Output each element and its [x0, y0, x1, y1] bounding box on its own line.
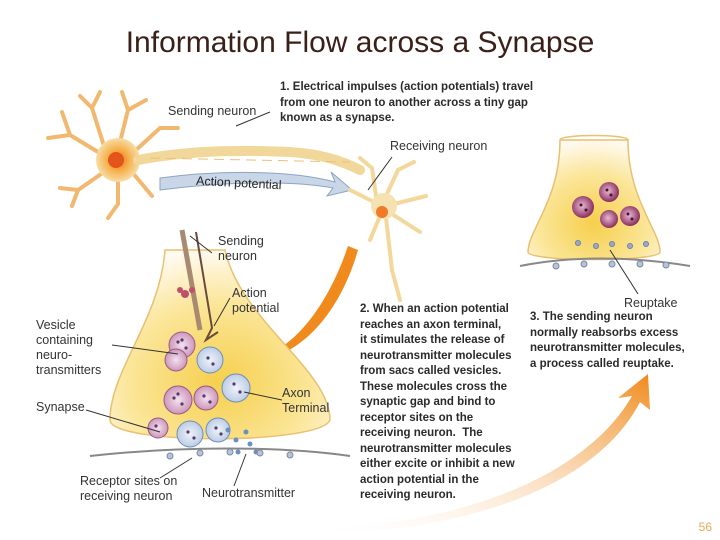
label-action-potential-mid: Action potential [232, 286, 280, 315]
step-3-text: 3. The sending neuron normally reabsorbs… [530, 311, 685, 370]
reuptake-terminal [519, 134, 691, 295]
label-sending-neuron-mid: Sending neuron [218, 234, 264, 263]
label-vesicle: Vesicle containing neuro- transmitters [36, 318, 102, 377]
label-axon-terminal: Axon Terminal [282, 386, 330, 415]
label-receiving-neuron: Receiving neuron [390, 139, 488, 153]
slide-title: Information Flow across a Synapse [125, 26, 595, 59]
action-potential-arrow [159, 171, 354, 197]
receiving-neuron [348, 156, 428, 302]
axon-terminal [89, 229, 351, 460]
page-number: 56 [698, 520, 712, 534]
label-reuptake: Reuptake [624, 296, 678, 310]
sending-neuron [46, 90, 365, 220]
label-receptor-sites: Receptor sites on receiving neuron [80, 474, 178, 503]
step-2-text: 2. When an action potential reaches an a… [360, 303, 515, 501]
label-synapse: Synapse [36, 400, 85, 414]
leader-lines [85, 235, 283, 487]
label-neurotransmitter: Neurotransmitter [202, 486, 296, 500]
label-sending-neuron-top: Sending neuron [168, 104, 257, 118]
zoom-arrow-bottom [300, 374, 650, 534]
step-1-text: 1. Electrical impulses (action potential… [280, 81, 534, 124]
